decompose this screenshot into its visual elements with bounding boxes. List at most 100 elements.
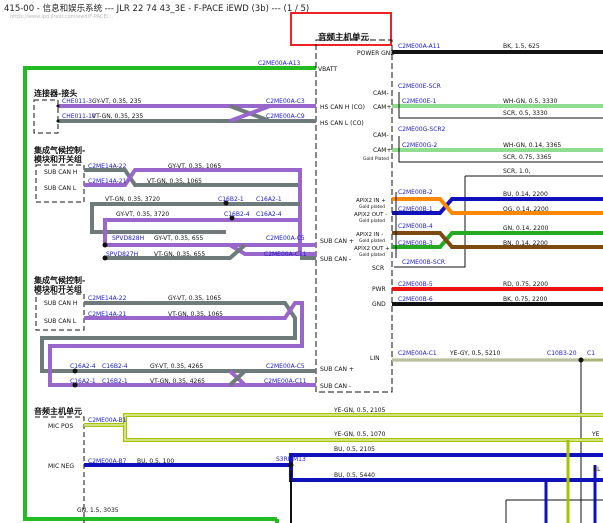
code-c10b3-20: C10B3-20 — [547, 350, 577, 357]
wire-label-gy-vt-1065: GY-VT, 0.35, 1065 — [168, 163, 221, 170]
pin-vbatt: VBATT — [318, 66, 337, 73]
code-c2me00e-scr: C2ME00E-SCR — [398, 83, 441, 90]
hvac-1-sub-can-l: SUB CAN L — [44, 185, 77, 192]
code-c2me00g-2: C2ME00G-2 — [402, 142, 437, 149]
wire-label-bu-2200: BU, 0.14, 2200 — [503, 191, 548, 198]
wire-label-bl-cut: BL — [593, 466, 601, 473]
pin-apix2-out-plus: APIX2 OUT + — [354, 246, 390, 252]
wire-label-gn-2200: GN, 0.14, 2200 — [503, 225, 549, 232]
wire-scr-3330[interactable] — [398, 92, 603, 119]
wire-label-ye-cut: YE — [591, 431, 600, 438]
code-c2me00a-a11: C2ME00A-A11 — [398, 43, 441, 50]
code-c2me00a-c11: C2ME00A-C11 — [264, 251, 307, 258]
hvac-module-1-title-a: 集成气候控制- — [33, 145, 85, 155]
code-c2me00b-3: C2ME00B-3 — [398, 240, 433, 247]
hvac-module-2-title-a: 集成气候控制- — [33, 275, 85, 285]
pin-apix2-out-plus-note: Gold plated — [359, 252, 385, 258]
diagram-header-title: 415-00 - 信息和娱乐系统 --- JLR 22 74 43_3E - F… — [4, 4, 310, 14]
wire-label-bu-100: BU, 0.5, 100 — [137, 458, 174, 465]
pin-hs-can-h: HS CAN H (CO) — [320, 104, 365, 111]
wire-label-bk-625: BK, 1.5, 625 — [503, 43, 540, 50]
code-c16b2-1: C16B2-1 — [218, 196, 244, 203]
hvac-2-sub-can-l: SUB CAN L — [44, 318, 77, 325]
wire-label-bk-2200: BK, 0.75, 2200 — [503, 296, 547, 303]
pin-cam-minus-2: CAM- — [373, 132, 389, 139]
wire-gy-vt-1065b[interactable] — [40, 301, 315, 373]
splice-points — [56, 104, 584, 468]
wire-bk-bottom — [505, 499, 603, 523]
pin-mic-pos: MIC POS — [48, 423, 73, 430]
wire-vt-gn-1065b[interactable] — [48, 301, 315, 387]
code-c2me00a-c3: C2ME00A-C3 — [266, 98, 305, 105]
wire-label-gy-vt-3720: GY-VT, 0.35, 3720 — [116, 211, 169, 218]
wire-gy-vt-4265[interactable] — [228, 369, 316, 387]
code-c16a2-1b: C16A2-1 — [70, 378, 96, 385]
pin-apix2-in-plus: APIX2 IN + — [356, 198, 386, 204]
code-c2me00g-scr2: C2ME00G-SCR2 — [398, 126, 446, 133]
pin-mic-neg: MIC NEG — [48, 463, 74, 470]
pin-apix2-in-plus-note: Gold plated — [359, 204, 385, 210]
audio-unit-2-box — [35, 416, 85, 523]
pin-pwr: PWR — [372, 286, 386, 293]
pin-sub-can-minus-1: SUB CAN - — [320, 256, 351, 263]
code-c2me00a-a13: C2ME00A-A13 — [258, 60, 301, 67]
code-c2me00a-c5: C2ME00A-C5 — [266, 235, 305, 242]
wire-label-rd-2200: RD, 0.75, 2200 — [503, 281, 548, 288]
hvac-module-2-title-b: 模块和开关组 — [34, 284, 82, 294]
code-c2me00e-1: C2ME00E-1 — [402, 98, 437, 105]
wire-og-2200[interactable] — [392, 197, 603, 215]
code-c2me00b-6: C2ME00B-6 — [398, 296, 433, 303]
wire-scr-3365[interactable] — [398, 136, 603, 163]
pin-gnd: GND — [372, 301, 386, 308]
wire-ye-gn-2105[interactable] — [84, 413, 603, 427]
wire-label-bn-2200: BN, 0.14, 2200 — [503, 240, 548, 247]
code-c16a2-4b: C16A2-4 — [70, 363, 96, 370]
wire-label-gy-vt-1065b: GY-VT, 0.35, 1065 — [168, 295, 221, 302]
wire-vt-gn-4265[interactable] — [228, 369, 316, 387]
code-c2me14a-21b: C2ME14A-21 — [88, 311, 127, 318]
wire-vt-gn-3720[interactable] — [90, 202, 300, 234]
code-c2me00a-c11b: C2ME00A-C11 — [264, 378, 307, 385]
code-spvd828h: SPVD828H — [112, 235, 144, 242]
audio-unit-box — [315, 39, 393, 393]
pin-hs-can-l: HS CAN L (CO) — [320, 120, 364, 127]
wire-label-ye-gn-2105: YE-GN, 0.5, 2105 — [333, 407, 386, 414]
wire-label-wh-gn-3365: WH-GN, 0.14, 3365 — [503, 142, 561, 149]
code-c2me00b-1: C2ME00B-1 — [398, 206, 433, 213]
wire-label-vt-gn-655: VT-GN, 0.35, 655 — [154, 251, 205, 258]
wire-bn-2200[interactable] — [392, 231, 603, 249]
code-c2me00b-5: C2ME00B-5 — [398, 281, 433, 288]
wire-vt-gn-655[interactable] — [105, 243, 247, 260]
wire-label-ye-gy-5210: YE-GY, 0.5, 5210 — [449, 350, 500, 357]
wire-label-vt-gn-1065b: VT-GN, 0.35, 1065 — [168, 311, 223, 318]
wire-bu-2105[interactable] — [289, 453, 603, 465]
code-c1: C1 — [587, 350, 595, 357]
audio-unit-title-highlight — [290, 12, 392, 46]
connector-joint-title: 连接器-接头 — [34, 88, 77, 98]
hvac-module-1-title-b: 模块和开关组 — [34, 154, 82, 164]
pin-power-gnd: POWER GND — [357, 50, 395, 57]
wire-label-ye-gn-1070: YE-GN, 0.5, 1070 — [333, 431, 386, 438]
wire-label-wh-gn-3330: WH-GN, 0.5, 3330 — [503, 98, 558, 105]
wire-label-bu-2105: BU, 0.5, 2105 — [334, 446, 375, 453]
code-c2me00a-c1: C2ME00A-C1 — [398, 350, 437, 357]
code-c2me14a-21: C2ME14A-21 — [88, 178, 127, 185]
code-c2me00a-b7: C2ME00A-B7 — [88, 458, 127, 465]
code-c16a2-4: C16A2-4 — [256, 211, 282, 218]
pin-scr: SCR — [372, 265, 384, 272]
code-c2me00a-b1: C2ME00A-B1 — [88, 417, 127, 424]
wire-label-scr-3365: SCR, 0.75, 3365 — [503, 154, 552, 161]
pin-lin: LIN — [370, 355, 380, 362]
code-c16a2-1: C16A2-1 — [256, 196, 282, 203]
pin-cam-plus-2: CAM+ — [373, 147, 392, 154]
wire-label-scr-1: SCR, 1.0, — [503, 168, 531, 175]
pin-apix2-in-minus-note: Gold plated — [359, 238, 385, 244]
code-c2me14a-22: C2ME14A-22 — [88, 163, 127, 170]
code-c2me00b-2: C2ME00B-2 — [398, 189, 433, 196]
pin-apix2-out-minus: APIX2 OUT - — [354, 212, 387, 218]
wire-label-vt-gn-3720: VT-GN, 0.35, 3720 — [105, 196, 160, 203]
wire-label-vt-gn-235: VT-GN, 0.35, 235 — [92, 113, 143, 120]
connector-joint-box — [33, 99, 59, 134]
wire-gn-3035[interactable] — [23, 66, 316, 521]
